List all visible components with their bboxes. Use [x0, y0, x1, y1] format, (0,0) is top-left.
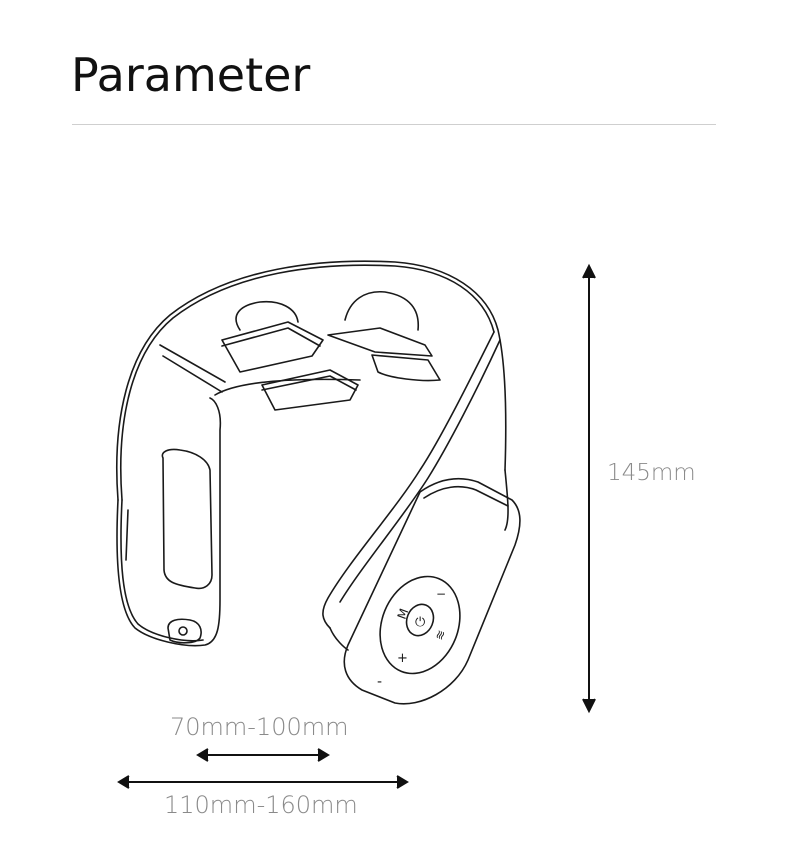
- height-dimension-label: 145mm: [607, 460, 696, 486]
- power-button-icon: ⏻: [415, 615, 425, 630]
- height-dimension-arrow: [582, 263, 596, 714]
- mode-button-icon: M: [395, 607, 412, 622]
- neck-massager-illustration: [115, 260, 521, 705]
- page-title: Parameter: [71, 48, 311, 102]
- outer-width-dimension-arrow: [117, 775, 409, 789]
- minus-button-icon: −: [436, 587, 446, 601]
- indicator-light-icon: -: [377, 674, 382, 690]
- inner-width-dimension-label: 70mm-100mm: [170, 713, 349, 741]
- control-panel-labels: M ⏻ ≋ + − -: [377, 587, 449, 690]
- title-divider: [72, 124, 716, 125]
- inner-width-dimension-arrow: [196, 748, 330, 762]
- outer-width-dimension-label: 110mm-160mm: [164, 791, 358, 819]
- heat-button-icon: ≋: [432, 628, 449, 642]
- plus-button-icon: +: [397, 651, 408, 666]
